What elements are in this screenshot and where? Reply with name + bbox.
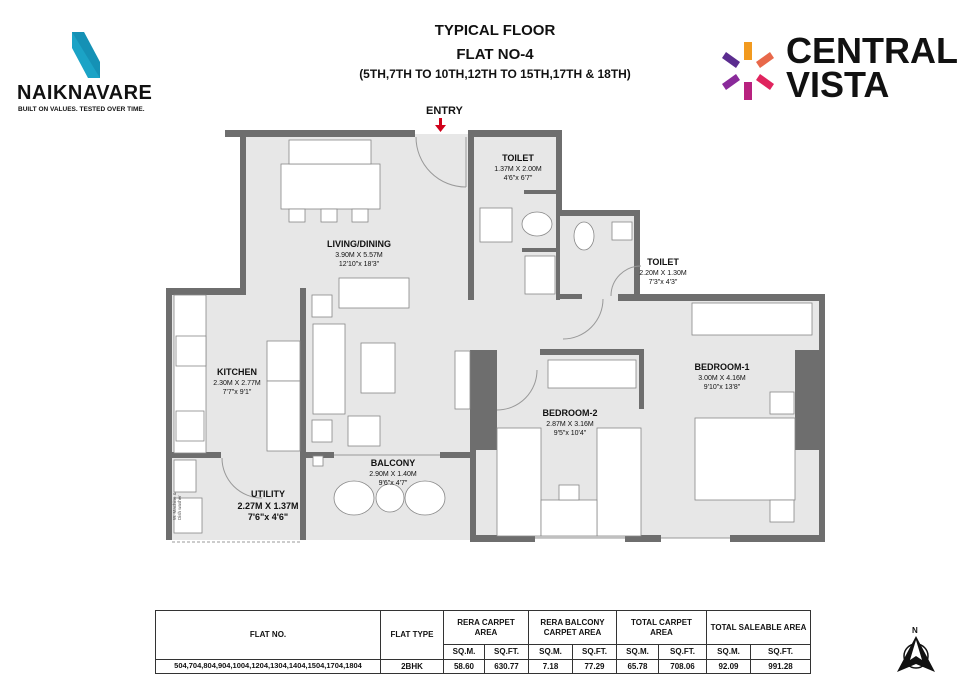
unit-sqm: SQ.M.	[443, 644, 485, 660]
value-cell: 77.29	[572, 659, 617, 674]
area-table: FLAT NO. FLAT TYPE RERA CARPET AREA RERA…	[155, 610, 811, 674]
north-arrow-icon	[897, 636, 935, 672]
unit-sqft: SQ.FT.	[658, 644, 707, 660]
flat-type-cell: 2BHK	[380, 659, 444, 674]
furniture	[173, 139, 813, 537]
developer-name: NAIKNAVARE	[17, 82, 153, 104]
value-cell: 58.60	[443, 659, 485, 674]
header-rera-carpet: RERA CARPET AREA	[443, 610, 529, 645]
entry-label: ENTRY	[426, 105, 463, 117]
header-rera-balcony: RERA BALCONY CARPET AREA	[528, 610, 617, 645]
entry-arrow-icon	[435, 118, 446, 132]
unit-sqm: SQ.M.	[616, 644, 659, 660]
unit-sqm: SQ.M.	[528, 644, 573, 660]
doors-windows	[172, 136, 730, 543]
project-name-line1: CENTRAL	[786, 30, 958, 71]
header-total-carpet: TOTAL CARPET AREA	[616, 610, 707, 645]
utility-appliance-note: W. Machine & Dish washer	[172, 492, 182, 520]
value-cell: 92.09	[706, 659, 751, 674]
project-name-line2: VISTA	[786, 64, 890, 105]
unit-sqft: SQ.FT.	[484, 644, 529, 660]
flat-number: FLAT NO-4	[456, 46, 534, 63]
walls	[166, 130, 825, 542]
value-cell: 991.28	[750, 659, 811, 674]
table-row: 504,704,804,904,1004,1204,1304,1404,1504…	[155, 659, 811, 674]
flat-no-cell: 504,704,804,904,1004,1204,1304,1404,1504…	[155, 659, 381, 674]
value-cell: 65.78	[616, 659, 659, 674]
unit-sqft: SQ.FT.	[750, 644, 811, 660]
value-cell: 7.18	[528, 659, 573, 674]
header-flat-no: FLAT NO.	[155, 610, 381, 660]
header-total-saleable: TOTAL SALEABLE AREA	[706, 610, 811, 645]
header-flat-type: FLAT TYPE	[380, 610, 444, 660]
value-cell: 630.77	[484, 659, 529, 674]
unit-sqft: SQ.FT.	[572, 644, 617, 660]
floors-list: (5TH,7TH TO 10TH,12TH TO 15TH,17TH & 18T…	[359, 67, 631, 81]
page-title: TYPICAL FLOOR	[434, 22, 556, 39]
north-label: N	[912, 626, 918, 635]
unit-sqm: SQ.M.	[706, 644, 751, 660]
developer-tagline: BUILT ON VALUES. TESTED OVER TIME.	[18, 106, 145, 113]
value-cell: 708.06	[658, 659, 707, 674]
